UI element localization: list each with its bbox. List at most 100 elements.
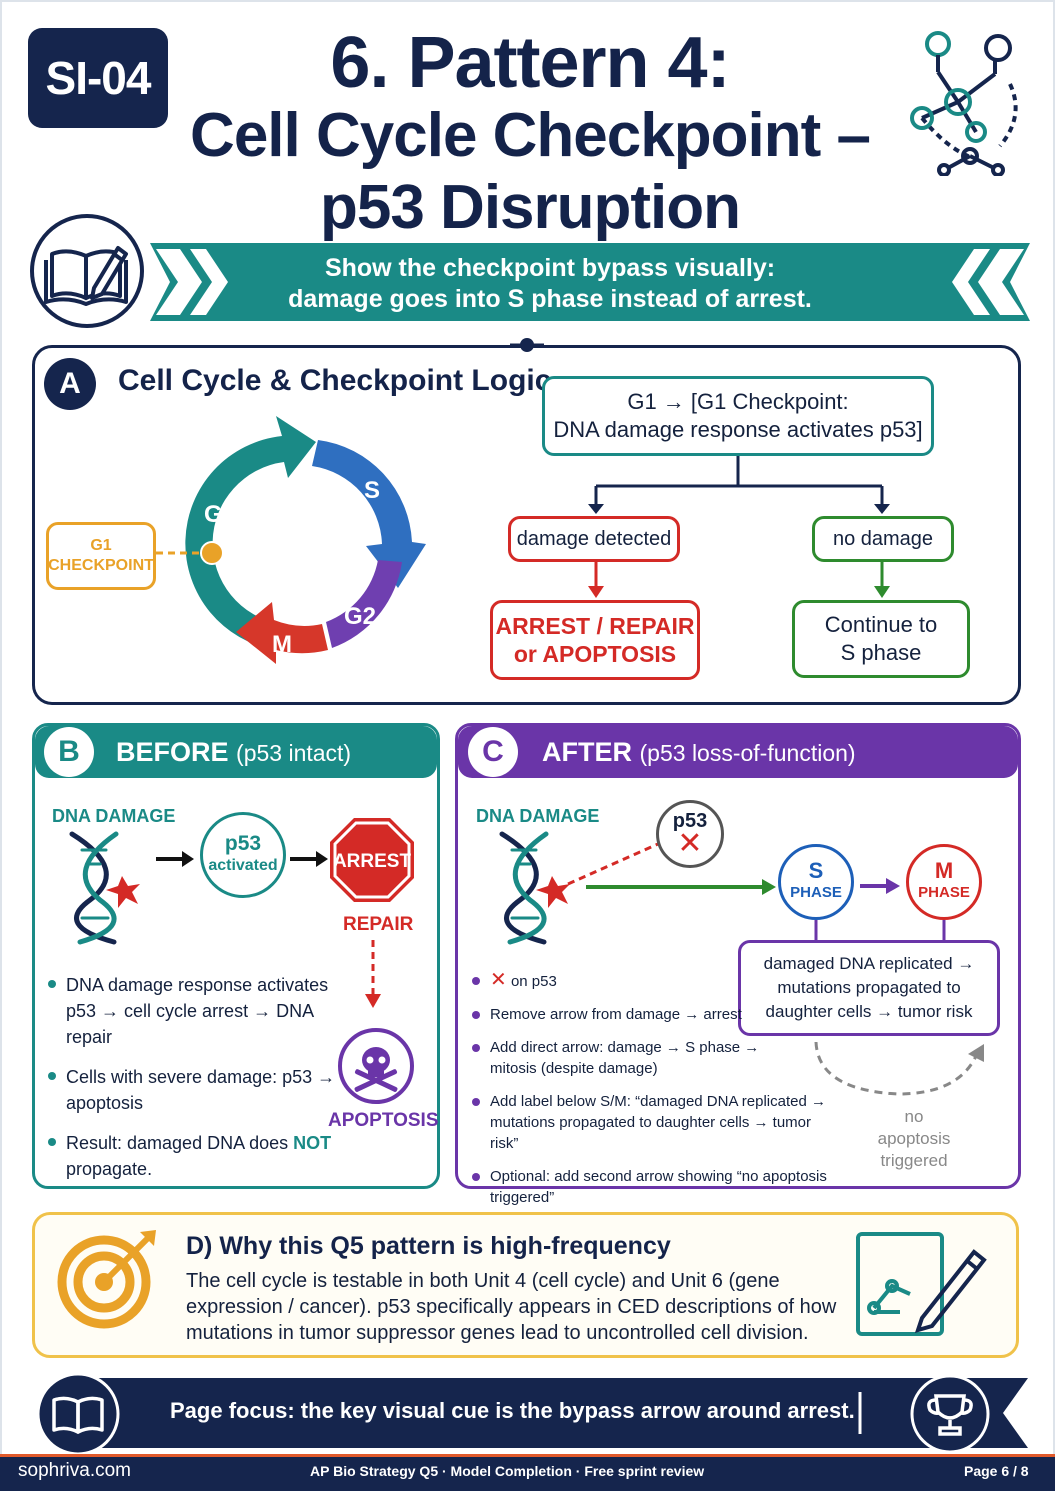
page-number: Page 6 / 8 bbox=[964, 1463, 1029, 1479]
phase-g2-label: G2 bbox=[344, 603, 376, 630]
section-b-panel bbox=[32, 723, 440, 1189]
page-title-line1: 6. Pattern 4: bbox=[330, 23, 730, 103]
p53-activated-label: activated bbox=[208, 857, 278, 874]
section-d-body: The cell cycle is testable in both Unit … bbox=[186, 1270, 837, 1344]
page-title-line3: p53 Disruption bbox=[319, 173, 741, 242]
open-book-icon bbox=[36, 1372, 120, 1456]
x-mark-icon: ✕ bbox=[677, 827, 703, 860]
section-b-bullets: DNA damage response activates p53 → cell… bbox=[46, 972, 346, 1196]
section-b-letter: B bbox=[44, 727, 94, 777]
phase-s-label: S bbox=[364, 477, 380, 504]
stop-sign-icon: ARREST bbox=[330, 818, 414, 902]
no-damage-box: no damage bbox=[812, 516, 954, 562]
page-focus-banner bbox=[78, 1378, 1028, 1448]
c-bullet-1: ✕ on p53 bbox=[470, 970, 890, 992]
b-dna-damage-label: DNA DAMAGE bbox=[52, 806, 176, 826]
section-b-title-main: BEFORE bbox=[116, 737, 229, 767]
checkpoint-connector bbox=[156, 541, 224, 565]
damage-detected-box: damage detected bbox=[508, 516, 680, 562]
p53-blocked-circle: p53 ✕ bbox=[656, 800, 724, 868]
stop-arrest-label: ARREST bbox=[333, 851, 412, 872]
section-a-panel bbox=[32, 345, 1021, 705]
g1-checkpoint-line2: CHECKPOINT bbox=[48, 557, 154, 574]
continue-line2: S phase bbox=[840, 640, 922, 665]
dna-icon bbox=[69, 831, 140, 945]
banner-line1: Show the checkpoint bypass visually: bbox=[324, 254, 776, 282]
s-to-m-arrow bbox=[860, 878, 900, 894]
damaged-line1: damaged DNA replicated → bbox=[763, 954, 975, 973]
site-link[interactable]: sophriva.com bbox=[18, 1460, 131, 1481]
section-b-title: BEFORE (p53 intact) bbox=[116, 737, 351, 768]
section-c-title-main: AFTER bbox=[542, 737, 632, 767]
c-bullet-2: Remove arrow from damage → arrest bbox=[470, 1004, 890, 1025]
subtitle-banner bbox=[150, 243, 1030, 321]
continue-line1: Continue to bbox=[824, 612, 938, 637]
section-d-panel bbox=[32, 1212, 1019, 1358]
section-c-title-paren: (p53 loss-of-function) bbox=[639, 740, 856, 766]
section-c-panel bbox=[455, 723, 1021, 1189]
c-dna-damage-label: DNA DAMAGE bbox=[476, 806, 600, 826]
damaged-line3: daughter cells → tumor risk bbox=[765, 1002, 973, 1021]
section-c-letter: C bbox=[468, 727, 518, 777]
c-bullet-4: Add label below S/M: “damaged DNA replic… bbox=[470, 1091, 830, 1154]
chart-pencil-icon bbox=[856, 1232, 987, 1336]
section-a-letter: A bbox=[44, 358, 96, 410]
b-bullet-1: DNA damage response activates p53 → cell… bbox=[46, 972, 346, 1050]
repair-to-apoptosis-arrow bbox=[365, 940, 381, 1008]
repair-label: REPAIR bbox=[343, 914, 414, 935]
trophy-icon bbox=[910, 1374, 990, 1454]
phase-m-label: M bbox=[272, 631, 292, 658]
s-phase-circle: S PHASE bbox=[778, 844, 854, 920]
damaged-dna-box: damaged DNA replicated → mutations propa… bbox=[738, 940, 1000, 1036]
dna-icon bbox=[499, 831, 570, 945]
section-c-header bbox=[458, 726, 1018, 778]
p53-activated-circle: p53 activated bbox=[200, 812, 286, 898]
no-apoptosis-label: no apoptosis triggered bbox=[866, 1106, 962, 1172]
section-c-title: AFTER (p53 loss-of-function) bbox=[542, 737, 856, 768]
section-c-bullets: ✕ on p53 Remove arrow from damage → arre… bbox=[470, 970, 890, 1220]
m-label: M bbox=[934, 858, 954, 883]
flowchart-arrows bbox=[588, 456, 890, 598]
s-label: S bbox=[808, 858, 824, 883]
c-bypass-arrow bbox=[586, 879, 776, 895]
network-icon bbox=[910, 31, 1018, 176]
footer-strip bbox=[0, 1454, 1055, 1491]
footer-course-label: AP Bio Strategy Q5 · Model Completion · … bbox=[310, 1463, 705, 1479]
b-bullet-3-not: NOT bbox=[293, 1133, 332, 1153]
damaged-line2: mutations propagated to bbox=[777, 978, 961, 997]
g1-checkpoint-box: G1 CHECKPOINT bbox=[46, 522, 156, 590]
b-bullet-2: Cells with severe damage: p53 → apoptosi… bbox=[46, 1064, 346, 1116]
apoptosis-label: APOPTOSIS bbox=[328, 1110, 439, 1131]
b-bullet-3: Result: damaged DNA does NOT propagate. bbox=[46, 1130, 346, 1182]
phase-g1-label: G1 bbox=[204, 501, 236, 528]
flow-top-line1: G1 → [G1 Checkpoint: bbox=[627, 389, 849, 414]
s-phase-sub: PHASE bbox=[790, 884, 842, 901]
cell-cycle-diagram: G1 S G2 M bbox=[185, 416, 426, 664]
section-d-title: D) Why this Q5 pattern is high-frequency bbox=[186, 1232, 671, 1260]
page-focus-text: Page focus: the key visual cue is the by… bbox=[170, 1398, 855, 1423]
target-icon bbox=[57, 1230, 156, 1329]
flow-top-line2: DNA damage response activates p53] bbox=[553, 417, 923, 442]
section-badge: SI-04 bbox=[28, 28, 168, 128]
phase-connectors bbox=[814, 920, 946, 940]
section-b-title-paren: (p53 intact) bbox=[236, 740, 352, 766]
no-apoptosis-arrow bbox=[814, 1041, 984, 1096]
arrest-line2: or APOPTOSIS bbox=[513, 641, 677, 667]
continue-s-phase-box: Continue to S phase bbox=[792, 600, 970, 678]
banner-line2: damage goes into S phase instead of arre… bbox=[288, 285, 812, 313]
m-phase-sub: PHASE bbox=[918, 884, 970, 901]
flow-g1-checkpoint-box: G1 → [G1 Checkpoint: DNA damage response… bbox=[542, 376, 934, 456]
no-apoptosis-line2: triggered bbox=[880, 1151, 948, 1170]
b-bullet-3-suffix: propagate. bbox=[66, 1159, 153, 1179]
book-pencil-icon bbox=[30, 214, 144, 328]
p53-blocked-label: p53 bbox=[672, 810, 708, 832]
p53-label: p53 bbox=[224, 832, 262, 855]
arrest-repair-box: ARREST / REPAIR or APOPTOSIS bbox=[490, 600, 700, 680]
b-bullet-3-prefix: Result: damaged DNA does bbox=[66, 1133, 294, 1153]
no-apoptosis-line1: no apoptosis bbox=[877, 1107, 951, 1148]
section-b-header bbox=[35, 726, 437, 778]
skull-icon bbox=[338, 1028, 414, 1104]
c-bullet-1-text: on p53 bbox=[510, 973, 557, 990]
b-arrow-1 bbox=[156, 851, 194, 867]
c-bullet-5: Optional: add second arrow showing “no a… bbox=[470, 1166, 890, 1208]
